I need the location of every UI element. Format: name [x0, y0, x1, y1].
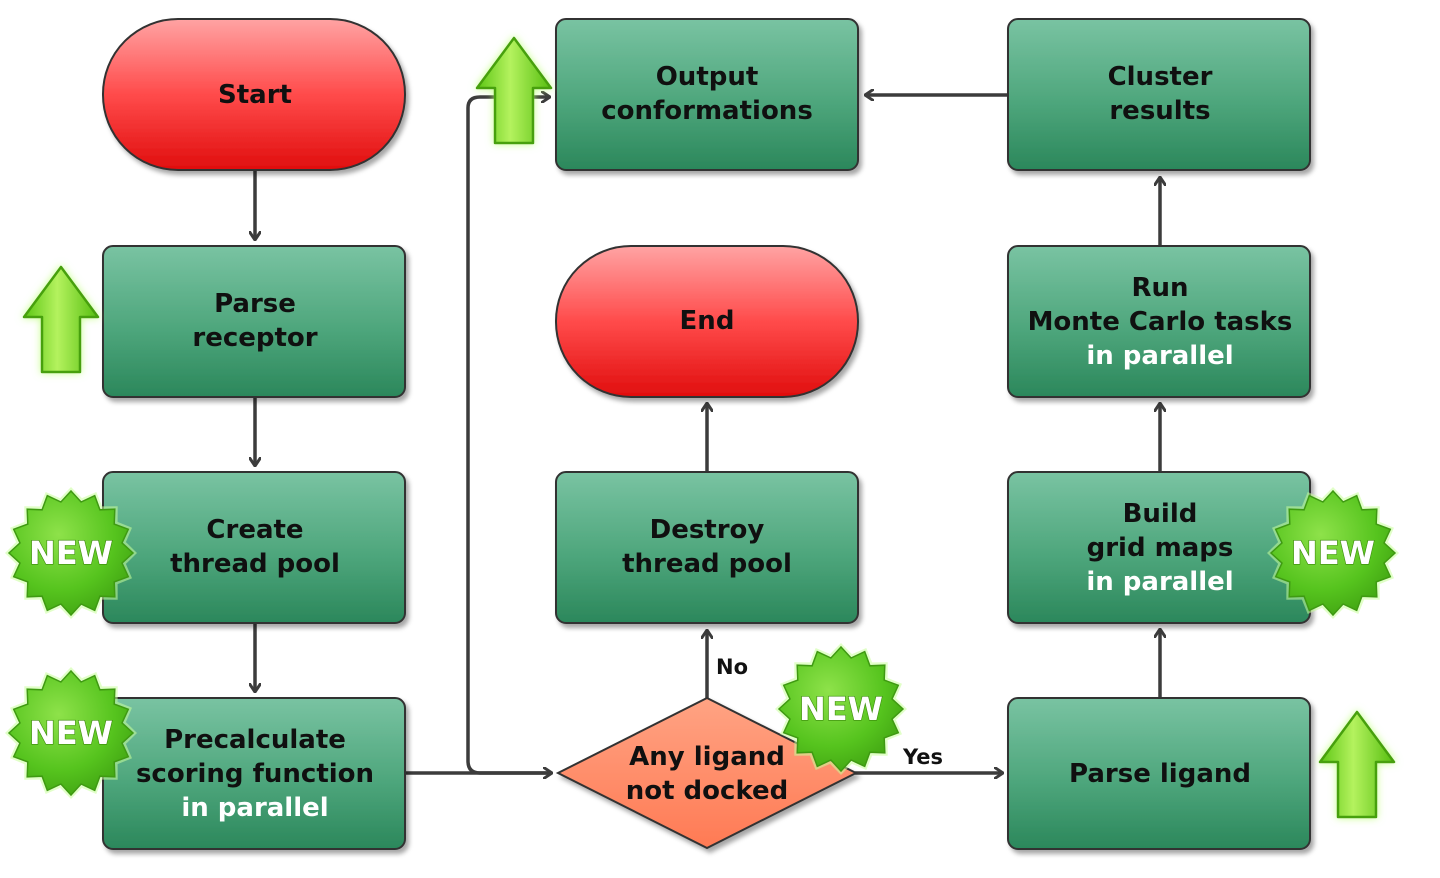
node-label-run-mc: in parallel [1086, 341, 1233, 371]
node-label-create-pool: Create [206, 515, 303, 545]
node-label-build-grid: in parallel [1086, 567, 1233, 597]
node-label-precalculate: scoring function [136, 759, 374, 789]
node-output [555, 18, 859, 171]
new-badge: NEW [775, 643, 907, 775]
new-badge: NEW [1267, 487, 1399, 619]
new-badge: NEW [5, 667, 137, 799]
node-label-build-grid: Build [1123, 499, 1198, 529]
connectors [255, 95, 1160, 773]
process-boxes [102, 18, 1311, 850]
new-badge-label: NEW [799, 690, 883, 728]
edge-loop-to-output [466, 97, 551, 775]
node-parse-receptor [102, 245, 406, 398]
node-label-decision: not docked [626, 776, 789, 806]
new-starburst-icon [7, 669, 135, 797]
node-end [555, 245, 859, 398]
node-destroy-pool [555, 471, 859, 624]
new-starburst-icon [7, 489, 135, 617]
node-start [102, 18, 406, 171]
node-label-output: conformations [601, 96, 813, 126]
node-parse-ligand [1007, 697, 1311, 850]
node-label-parse-receptor: receptor [192, 323, 317, 353]
node-label-build-grid: grid maps [1087, 533, 1234, 563]
node-label-start: Start [218, 80, 292, 110]
node-label-parse-receptor: Parse [214, 289, 296, 319]
node-label-decision: Any ligand [629, 742, 785, 772]
new-badge-label: NEW [29, 714, 113, 752]
node-label-precalculate: in parallel [181, 793, 328, 823]
node-label-destroy-pool: Destroy [650, 515, 765, 545]
node-label-cluster: results [1109, 96, 1210, 126]
node-label-precalculate: Precalculate [164, 725, 346, 755]
up-arrow-icon [475, 36, 553, 145]
up-arrow-icon [22, 265, 100, 374]
up-arrow-icon [1318, 710, 1396, 819]
node-label-cluster: Cluster [1108, 62, 1213, 92]
node-label-end: End [680, 306, 735, 336]
new-badge: NEW [5, 487, 137, 619]
new-starburst-icon [1269, 489, 1397, 617]
new-badge-label: NEW [29, 534, 113, 572]
node-run-mc [1007, 245, 1311, 398]
edge-label-yes: Yes [902, 745, 943, 769]
new-badge-label: NEW [1291, 534, 1375, 572]
node-label-run-mc: Monte Carlo tasks [1028, 307, 1293, 337]
node-label-create-pool: thread pool [170, 549, 340, 579]
node-cluster [1007, 18, 1311, 171]
node-label-output: Output [656, 62, 759, 92]
node-label-parse-ligand: Parse ligand [1069, 759, 1251, 789]
new-starburst-icon [777, 645, 905, 773]
edge-label-no: No [716, 655, 748, 679]
node-create-pool [102, 471, 406, 624]
node-label-run-mc: Run [1131, 273, 1188, 303]
node-label-destroy-pool: thread pool [622, 549, 792, 579]
